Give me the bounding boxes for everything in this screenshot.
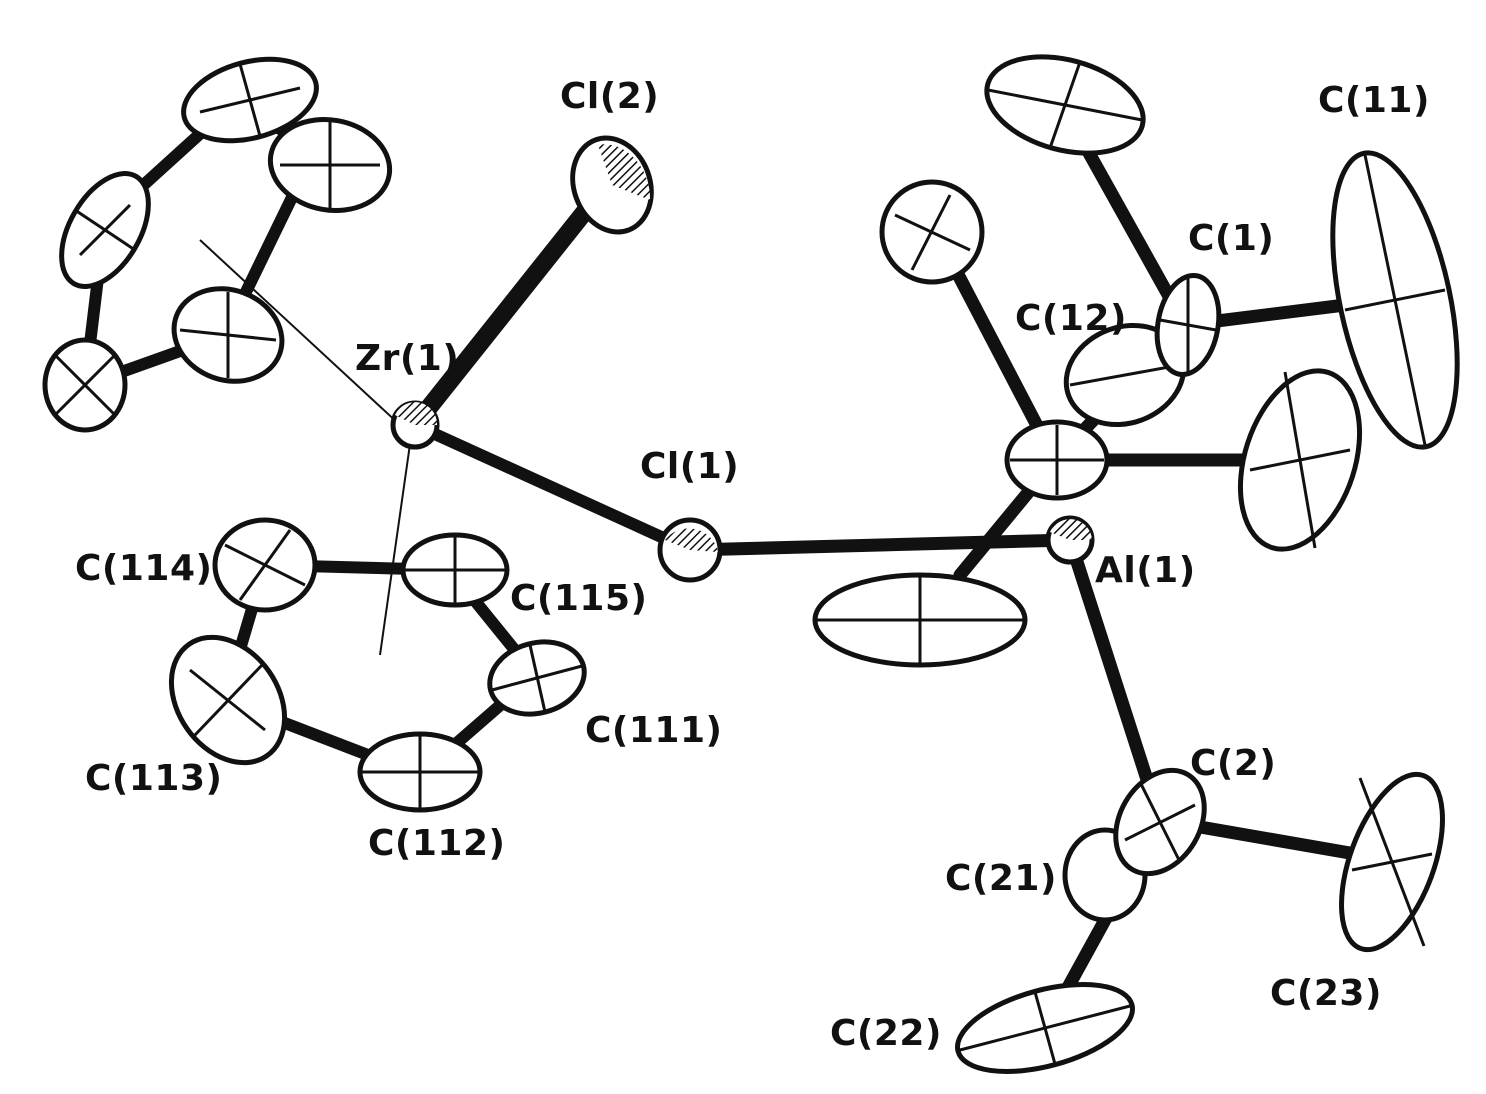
atom-labels: Cl(2) Zr(1) Cl(1) C(114) C(115) C(111) C… — [75, 76, 1430, 1054]
atom-c1 — [1154, 272, 1222, 378]
atom-c23 — [1339, 771, 1445, 953]
label-c111: C(111) — [585, 710, 722, 751]
atom-cp-top-2 — [267, 116, 393, 214]
atoms — [42, 54, 1460, 1074]
atom-zr1 — [390, 400, 440, 450]
atom-c112 — [357, 731, 483, 813]
atom-me-c1-top — [984, 54, 1146, 156]
label-c114: C(114) — [75, 548, 212, 589]
atom-me-lower — [812, 572, 1028, 668]
atom-me-upper — [879, 179, 985, 285]
label-c113: C(113) — [85, 758, 222, 799]
label-al1: Al(1) — [1095, 550, 1196, 591]
atom-cp-top-4 — [42, 337, 128, 433]
atom-cp-top-3 — [59, 171, 151, 289]
label-c11: C(11) — [1318, 80, 1430, 121]
atom-c113 — [168, 634, 288, 766]
atom-me-right — [1237, 368, 1363, 552]
atom-c111 — [487, 639, 587, 717]
atom-cp-top-1 — [181, 56, 319, 144]
atom-al1 — [1045, 515, 1095, 565]
label-c21: C(21) — [945, 858, 1057, 899]
label-cl2: Cl(2) — [560, 76, 659, 117]
label-c115: C(115) — [510, 578, 647, 619]
label-c2: C(2) — [1190, 743, 1276, 784]
atom-c114 — [212, 517, 318, 613]
atom-c11 — [1330, 150, 1460, 450]
atom-cp-top-5 — [171, 286, 285, 384]
label-c1: C(1) — [1188, 218, 1274, 259]
atom-cl2 — [570, 135, 654, 235]
atom-c115 — [400, 532, 510, 608]
label-cl1: Cl(1) — [640, 446, 739, 487]
label-c12: C(12) — [1015, 298, 1127, 339]
label-c22: C(22) — [830, 1013, 942, 1054]
centroid-lines — [199, 239, 413, 656]
label-c112: C(112) — [368, 823, 505, 864]
atom-cl1 — [657, 517, 723, 583]
label-c23: C(23) — [1270, 973, 1382, 1014]
atom-c22 — [955, 982, 1135, 1074]
atom-c2 — [1113, 767, 1207, 877]
atom-al-center — [1004, 419, 1110, 501]
label-zr1: Zr(1) — [355, 338, 459, 379]
